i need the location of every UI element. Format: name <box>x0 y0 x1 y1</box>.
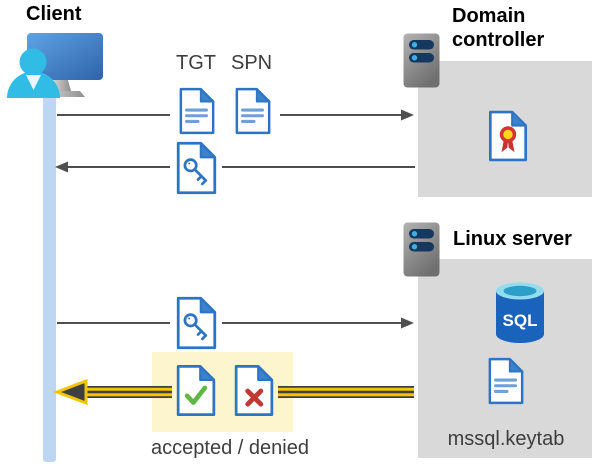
sql-badge-text: SQL <box>503 311 538 330</box>
tgt-label: TGT <box>176 52 216 74</box>
key-ticket-linux <box>170 294 222 351</box>
result-label: accepted / denied <box>151 437 309 459</box>
tgt-document-icon <box>179 87 215 135</box>
spn-document-icon <box>235 87 271 135</box>
client-lifeline <box>43 93 56 462</box>
spn-label: SPN <box>231 52 273 74</box>
keytab-document-icon <box>487 357 525 405</box>
key-ticket-dc <box>170 138 222 198</box>
check-document-icon <box>176 364 216 416</box>
result-docs <box>172 359 278 421</box>
arrow-client-to-linux <box>57 317 414 329</box>
x-document-icon <box>234 364 274 416</box>
arrow-dc-to-client <box>55 161 415 173</box>
keytab-label: mssql.keytab <box>447 428 565 450</box>
key-document-icon <box>176 296 216 349</box>
ticket-request-docs <box>170 84 280 138</box>
dc-server-tower-icon <box>403 33 440 88</box>
domain-controller-label: Domain controller <box>452 5 545 51</box>
client-label: Client <box>26 3 82 25</box>
linux-server-label: Linux server <box>453 228 572 250</box>
user-at-monitor-icon <box>3 30 108 100</box>
key-document-icon <box>176 141 216 195</box>
certificate-document-icon <box>487 110 529 162</box>
sql-database-icon: SQL <box>494 282 546 344</box>
linux-server-tower-icon <box>403 222 440 277</box>
